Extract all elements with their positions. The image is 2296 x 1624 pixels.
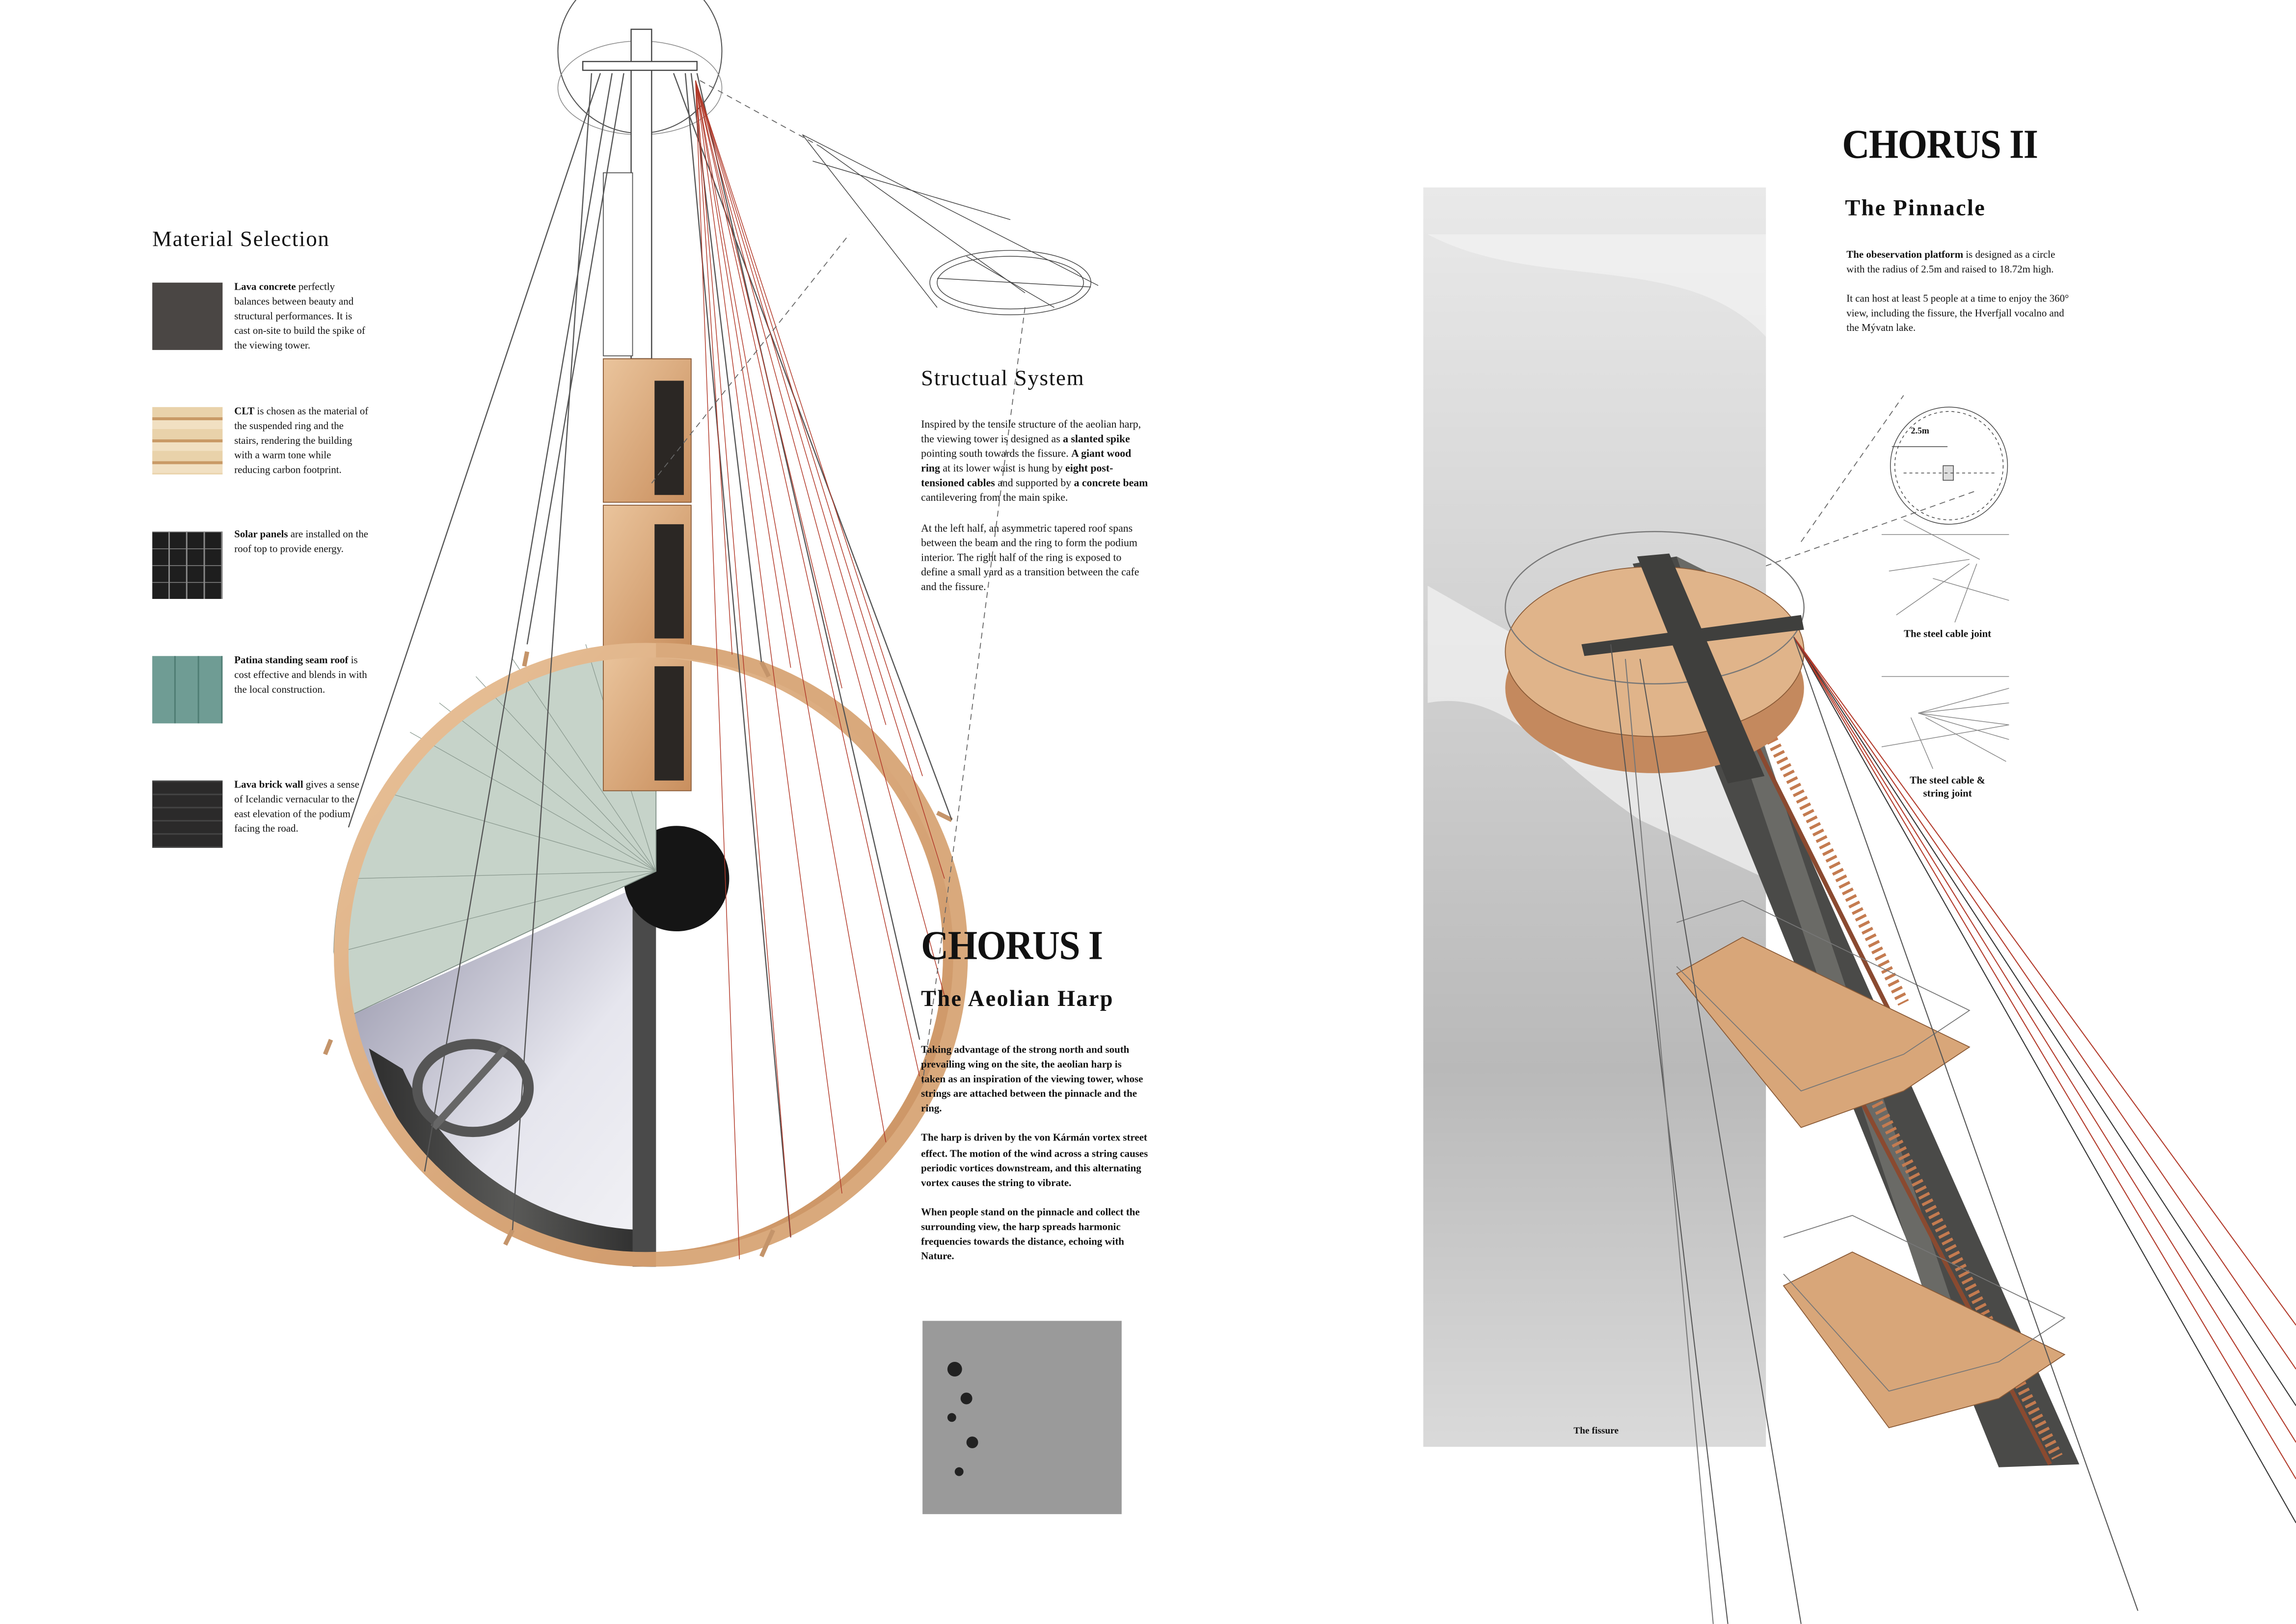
plan-dimension-label: 2.5m xyxy=(1911,427,1929,436)
text-segment: It can host at least 5 people at a time … xyxy=(1846,293,2069,335)
solar-panel-swatch xyxy=(152,531,223,599)
text-segment: pointing south towards the fissure. xyxy=(921,447,1072,460)
bold-text-segment: CLT xyxy=(234,406,255,418)
text-segment: cantilevering from the main spike. xyxy=(921,491,1068,505)
material-selection-title: Material Selection xyxy=(152,228,330,252)
chorus2-text: The obeservation platform is designed as… xyxy=(1846,247,2073,351)
stairs xyxy=(1755,736,2063,1465)
landing-2 xyxy=(1783,1215,2066,1429)
material-desc-lava-concrete: Lava concrete perfectly balances between… xyxy=(234,280,369,353)
pinnacle-plan xyxy=(557,0,723,359)
bold-text-segment: A giant wood ring xyxy=(921,447,1132,475)
steel-cables xyxy=(348,73,952,1238)
leader-lines xyxy=(651,80,1977,1084)
bold-text-segment: a slanted spike xyxy=(1063,432,1130,446)
text-segment: perfectly balances between beauty and st… xyxy=(234,281,366,352)
structural-system-title: Structual System xyxy=(921,367,1085,391)
observation-platform xyxy=(1505,531,1805,784)
ring-brackets xyxy=(323,651,953,1258)
chorus1-title: CHORUS I xyxy=(921,922,1103,969)
material-desc-solar-panels: Solar panels are installed on the roof t… xyxy=(234,527,369,557)
chorus1-paragraph: The harp is driven by the von Kármán vor… xyxy=(921,1133,1148,1189)
steel-cable-joint-sketch xyxy=(1881,519,2009,623)
chorus2-paragraph: The obeservation platform is designed as… xyxy=(1846,247,2073,277)
structural-paragraph: Inspired by the tensile structure of the… xyxy=(921,417,1148,506)
vortex-marks xyxy=(947,1362,978,1476)
bold-text-segment: a concrete beam xyxy=(1074,476,1148,490)
text-segment: and supported by xyxy=(995,476,1074,490)
text-segment: gives a sense of Icelandic vernacular to… xyxy=(234,779,359,835)
harp-strings xyxy=(695,80,945,1260)
concrete-beam xyxy=(632,864,656,1267)
lava-brick-swatch xyxy=(152,780,223,848)
chorus1-subtitle: The Aeolian Harp xyxy=(921,987,1114,1012)
text-segment: is designed as a circle with the radius … xyxy=(1846,249,2055,276)
text-segment: are installed on the roof top to provide… xyxy=(234,528,369,555)
bold-text-segment: Lava brick wall xyxy=(234,779,303,791)
structural-detail-sketch xyxy=(802,134,1099,316)
clt-swatch xyxy=(152,407,223,475)
stair-cylinder xyxy=(412,1039,534,1137)
right-cables xyxy=(1610,636,2296,1624)
chorus1-paragraph: Taking advantage of the strong north and… xyxy=(921,1044,1143,1115)
bold-text-segment: eight post-tensioned cables xyxy=(921,461,1113,490)
structural-paragraph: At the left half, an asymmetric tapered … xyxy=(921,521,1148,595)
chorus1-text: Taking advantage of the strong north and… xyxy=(921,1043,1148,1279)
wood-ring xyxy=(334,643,958,1267)
text-segment: At the left half, an asymmetric tapered … xyxy=(921,520,1139,593)
text-segment: Inspired by the tensile structure of the… xyxy=(921,417,1141,446)
lava-concrete-swatch xyxy=(152,282,223,350)
text-segment: is cost effective and blends in with the… xyxy=(234,654,367,696)
material-desc-patina-roof: Patina standing seam roof is cost effect… xyxy=(234,653,369,697)
text-segment: at its lower waist is hung by xyxy=(940,461,1066,475)
platform-plan xyxy=(1890,406,2008,525)
chorus2-title: CHORUS II xyxy=(1842,121,2038,167)
bold-text-segment: The obeservation platform xyxy=(1846,249,1964,261)
fissure-caption: The fissure xyxy=(1573,1426,1619,1437)
landing-1 xyxy=(1675,900,1971,1128)
chorus1-paragraph: When people stand on the pinnacle and co… xyxy=(921,1206,1140,1263)
steel-cable-string-joint-sketch xyxy=(1881,676,2009,769)
chorus2-paragraph: It can host at least 5 people at a time … xyxy=(1846,292,2073,336)
bold-text-segment: Lava concrete xyxy=(234,281,296,293)
patina-roof-swatch xyxy=(152,656,223,724)
chorus2-subtitle: The Pinnacle xyxy=(1845,196,1986,221)
material-desc-lava-brick: Lava brick wall gives a sense of Iceland… xyxy=(234,778,369,836)
clt-tower-modules xyxy=(603,358,692,791)
structural-system-text: Inspired by the tensile structure of the… xyxy=(921,417,1148,609)
bold-text-segment: Patina standing seam roof xyxy=(234,654,349,667)
steel-cable-string-joint-caption: The steel cable & string joint xyxy=(1910,774,1985,800)
text-segment: is chosen as the material of the suspend… xyxy=(234,406,369,476)
podium-interior xyxy=(345,878,656,1267)
steel-cable-joint-caption: The steel cable joint xyxy=(1904,628,1992,640)
material-desc-clt: CLT is chosen as the material of the sus… xyxy=(234,404,369,477)
bold-text-segment: Solar panels xyxy=(234,528,288,541)
